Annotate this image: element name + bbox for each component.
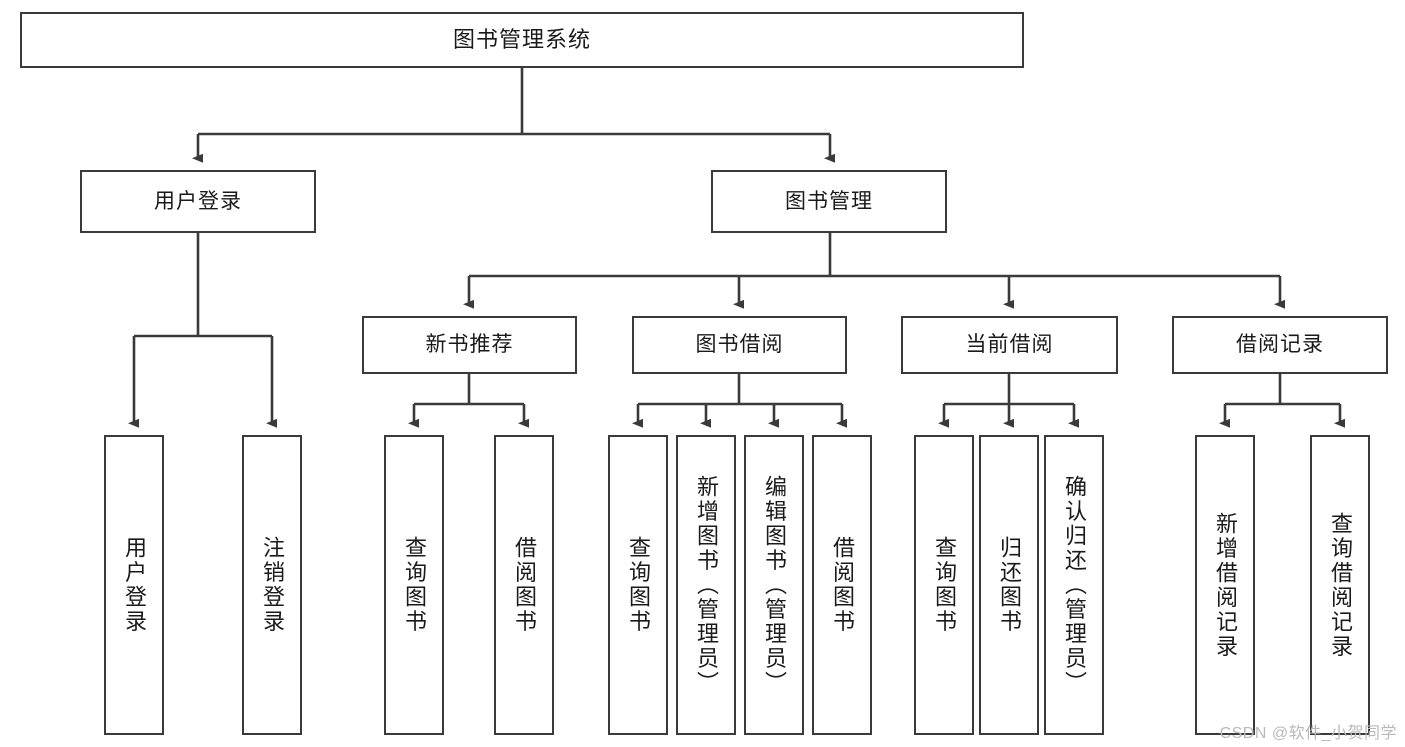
node-book-borrow-label: 图书借阅 bbox=[695, 333, 784, 357]
node-leaf-user-login[interactable]: 用户登录 bbox=[104, 435, 164, 735]
node-user-login-label: 用户登录 bbox=[154, 189, 242, 213]
node-leaf-query-book-2-label: 查询图书 bbox=[626, 536, 651, 634]
node-root[interactable]: 图书管理系统 bbox=[20, 12, 1024, 68]
node-leaf-return-book-label: 归还图书 bbox=[997, 536, 1022, 634]
node-leaf-query-book-1[interactable]: 查询图书 bbox=[384, 435, 444, 735]
node-leaf-query-record[interactable]: 查询借阅记录 bbox=[1310, 435, 1370, 735]
node-leaf-edit-book[interactable]: 编辑图书（管理员） bbox=[744, 435, 804, 735]
node-leaf-borrow-book-1[interactable]: 借阅图书 bbox=[494, 435, 554, 735]
node-leaf-return-book[interactable]: 归还图书 bbox=[979, 435, 1039, 735]
node-leaf-logout-login[interactable]: 注销登录 bbox=[242, 435, 302, 735]
csdn-watermark: CSDN @软件_小贺同学 bbox=[1219, 725, 1397, 742]
node-new-book-recommend-label: 新书推荐 bbox=[425, 333, 514, 357]
node-leaf-user-login-label: 用户登录 bbox=[122, 536, 147, 634]
node-root-label: 图书管理系统 bbox=[452, 27, 591, 53]
node-current-borrow[interactable]: 当前借阅 bbox=[901, 316, 1118, 374]
node-leaf-borrow-book-2-label: 借阅图书 bbox=[830, 536, 855, 634]
node-new-book-recommend[interactable]: 新书推荐 bbox=[362, 316, 577, 374]
node-leaf-logout-login-label: 注销登录 bbox=[260, 536, 285, 634]
node-leaf-confirm-return-label: 确认归还（管理员） bbox=[1062, 474, 1087, 696]
node-leaf-query-book-3-label: 查询图书 bbox=[932, 536, 957, 634]
node-leaf-edit-book-label: 编辑图书（管理员） bbox=[762, 474, 787, 696]
node-leaf-add-record[interactable]: 新增借阅记录 bbox=[1195, 435, 1255, 735]
node-leaf-query-book-1-label: 查询图书 bbox=[402, 536, 427, 634]
node-leaf-query-record-label: 查询借阅记录 bbox=[1328, 511, 1353, 659]
node-leaf-borrow-book-2[interactable]: 借阅图书 bbox=[812, 435, 872, 735]
node-leaf-query-book-3[interactable]: 查询图书 bbox=[914, 435, 974, 735]
node-leaf-confirm-return[interactable]: 确认归还（管理员） bbox=[1044, 435, 1104, 735]
node-user-login[interactable]: 用户登录 bbox=[80, 170, 316, 233]
node-book-management-label: 图书管理 bbox=[785, 189, 873, 213]
node-leaf-query-book-2[interactable]: 查询图书 bbox=[608, 435, 668, 735]
node-borrow-record[interactable]: 借阅记录 bbox=[1172, 316, 1388, 374]
node-leaf-add-book[interactable]: 新增图书（管理员） bbox=[676, 435, 736, 735]
node-leaf-borrow-book-1-label: 借阅图书 bbox=[512, 536, 537, 634]
node-book-borrow[interactable]: 图书借阅 bbox=[632, 316, 847, 374]
node-current-borrow-label: 当前借阅 bbox=[965, 333, 1054, 357]
node-borrow-record-label: 借阅记录 bbox=[1236, 333, 1324, 357]
node-book-management[interactable]: 图书管理 bbox=[711, 170, 947, 233]
node-leaf-add-book-label: 新增图书（管理员） bbox=[694, 474, 719, 696]
node-leaf-add-record-label: 新增借阅记录 bbox=[1213, 511, 1238, 659]
